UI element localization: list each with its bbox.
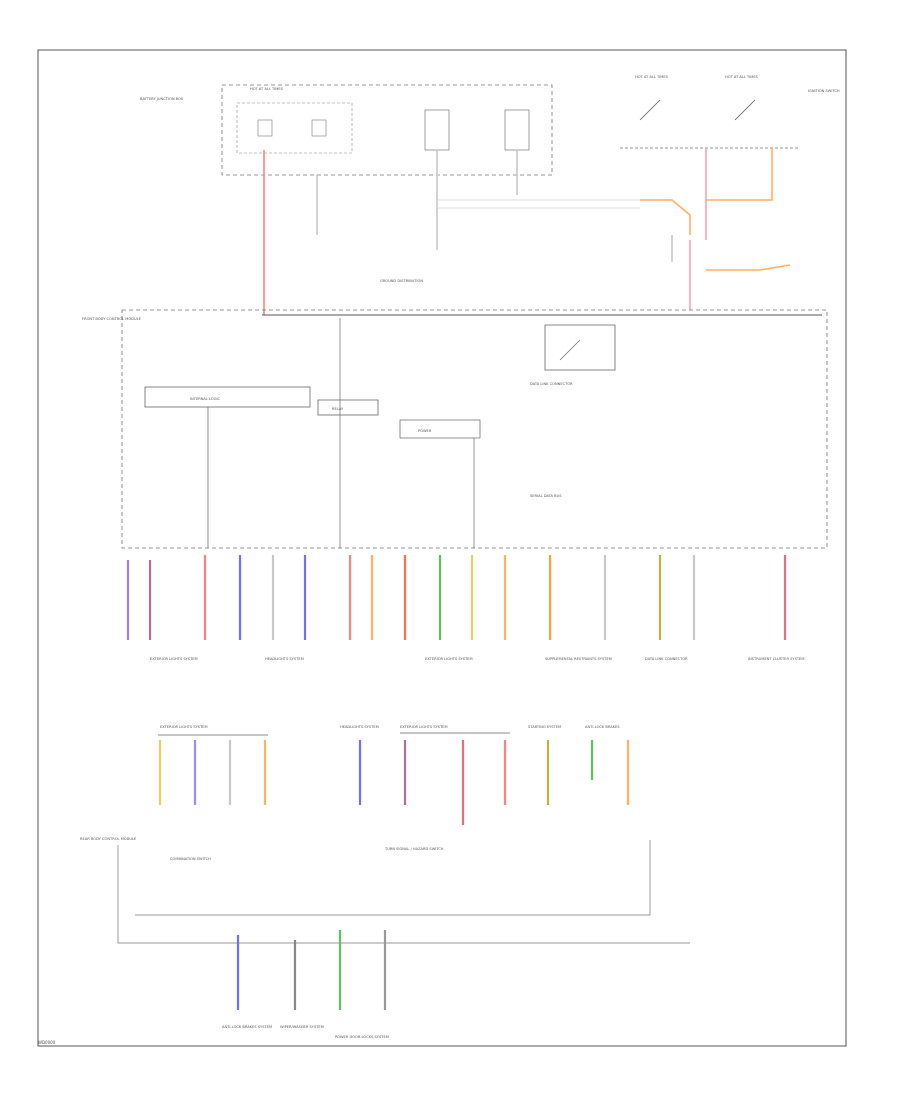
fuse-note-label: BATTERY JUNCTION BOX — [140, 97, 184, 101]
page-label: WD0000 — [38, 1040, 56, 1045]
upper-wires — [263, 148, 791, 315]
bottom-4-label: SUPPLEMENTAL RESTRAINTS SYSTEM — [545, 657, 612, 661]
bus-label: SERIAL DATA BUS — [530, 494, 562, 498]
page-frame — [37, 49, 847, 1047]
junction-box: HOT AT ALL TIMES BATTERY JUNCTION BOX — [140, 84, 553, 176]
bottom-6-label: INSTRUMENT CLUSTER SYSTEM — [748, 657, 804, 661]
relay-2 — [504, 109, 530, 151]
ignition-label: IGNITION SWITCH — [808, 89, 840, 93]
sub-module-3-label: POWER — [418, 429, 432, 433]
turn-signal-label: TURN SIGNAL / HAZARD SWITCH — [384, 847, 444, 851]
sub-module-1-label: INTERNAL LOGIC — [190, 397, 221, 401]
ignition-switch: HOT AT ALL TIMES HOT AT ALL TIMES IGNITI… — [620, 75, 840, 149]
rear-body-module: REAR BODY CONTROL MODULE — [80, 837, 690, 944]
lower-system-labels: COMBINATION SWITCH TURN SIGNAL / HAZARD … — [170, 847, 444, 861]
bottom-1-label: EXTERIOR LIGHTS SYSTEM — [150, 657, 198, 661]
out-3-label: POWER DOOR LOCKS SYSTEM — [335, 1035, 389, 1039]
lower-e-label: ANTI-LOCK BRAKES — [585, 725, 620, 729]
lower-d-label: STARTING SYSTEM — [528, 725, 561, 729]
bottom-3-label: EXTERIOR LIGHTS SYSTEM — [425, 657, 473, 661]
bottom-5-label: DATA LINK CONNECTOR — [645, 657, 688, 661]
combo-switch-label: COMBINATION SWITCH — [170, 857, 211, 861]
sub-module-2-label: RELAY — [332, 407, 344, 411]
output-labels: ANTI-LOCK BRAKES SYSTEM WIPER/WASHER SYS… — [222, 1025, 389, 1039]
bottom-2-label: HEADLIGHTS SYSTEM — [265, 657, 304, 661]
body-control-module: FRONT BODY CONTROL MODULE INTERNAL LOGIC… — [82, 309, 828, 549]
lower-a-label: EXTERIOR LIGHTS SYSTEM — [160, 725, 208, 729]
data-link-label: DATA LINK CONNECTOR — [530, 382, 573, 386]
relay-1 — [424, 109, 450, 151]
output-wires — [236, 930, 387, 1010]
module-1-label: FRONT BODY CONTROL MODULE — [82, 317, 142, 321]
lower-b-label: HEADLIGHTS SYSTEM — [340, 725, 379, 729]
bottom-system-labels: EXTERIOR LIGHTS SYSTEM HEADLIGHTS SYSTEM… — [150, 657, 804, 661]
out-1-label: ANTI-LOCK BRAKES SYSTEM — [222, 1025, 272, 1029]
lower-connectors: EXTERIOR LIGHTS SYSTEM HEADLIGHTS SYSTEM… — [158, 725, 620, 736]
hot-run-2-label: HOT AT ALL TIMES — [725, 75, 759, 79]
lower-c-label: EXTERIOR LIGHTS SYSTEM — [400, 725, 448, 729]
module-2-label: REAR BODY CONTROL MODULE — [80, 837, 137, 841]
harness-wires — [126, 555, 787, 640]
lower-wires — [158, 740, 630, 825]
out-2-label: WIPER/WASHER SYSTEM — [280, 1025, 324, 1029]
ground-label: GROUND DISTRIBUTION — [380, 279, 423, 283]
fuse-box-label: HOT AT ALL TIMES — [250, 87, 284, 91]
hot-run-1-label: HOT AT ALL TIMES — [635, 75, 669, 79]
